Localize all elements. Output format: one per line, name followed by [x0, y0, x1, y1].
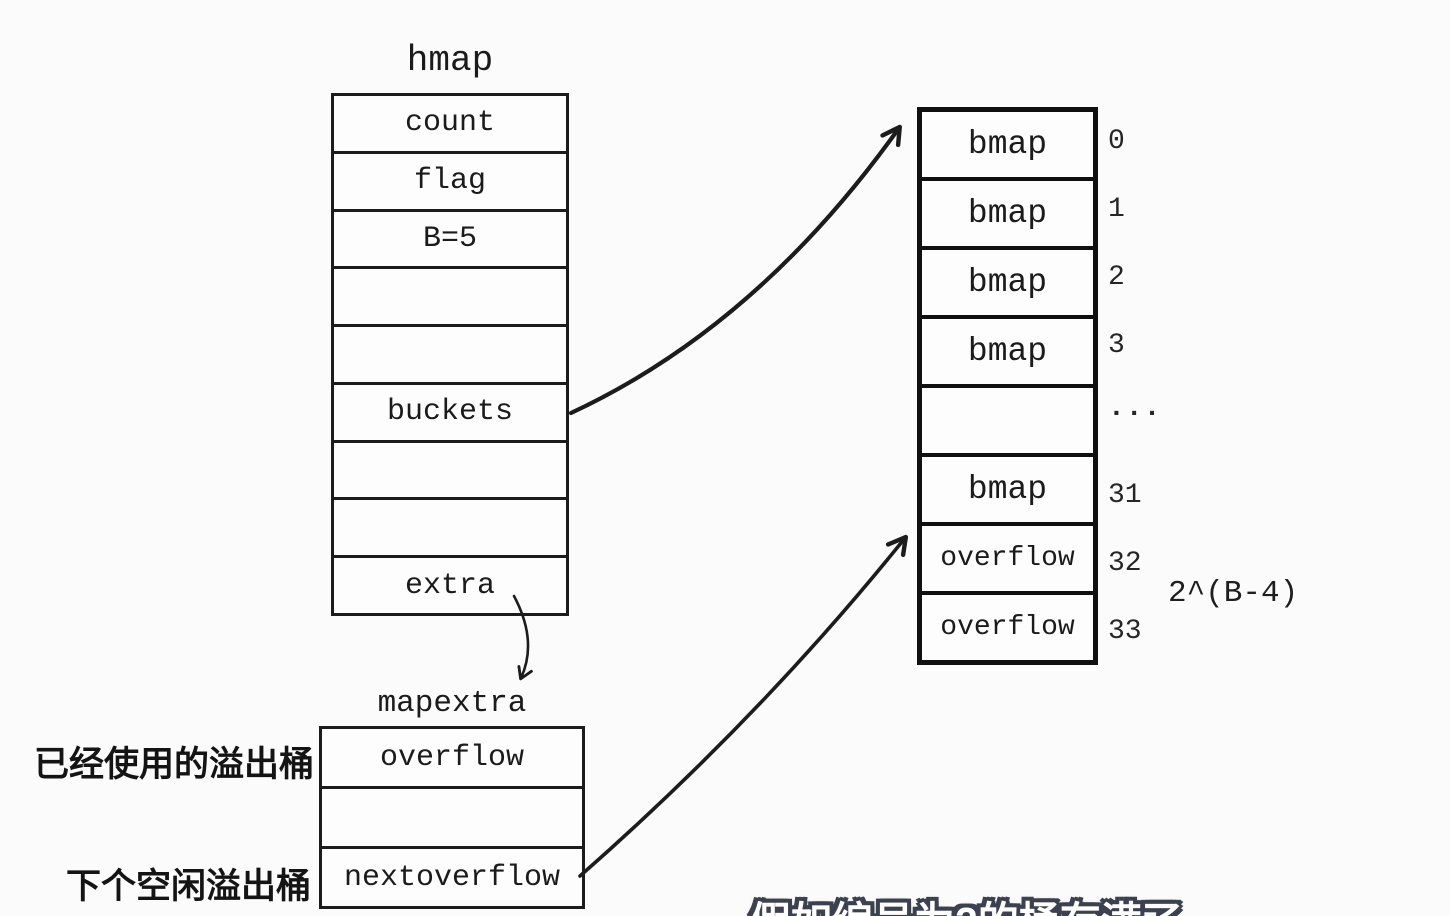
bucket-row-label: bmap: [967, 471, 1048, 508]
bucket-row-label: bmap: [967, 264, 1048, 301]
hmap-row-empty: [334, 324, 566, 382]
mapextra-row-empty: [322, 786, 582, 846]
bucket-row-bmap-1: bmap: [922, 177, 1093, 246]
mapextra-row-overflow: overflow: [322, 729, 582, 786]
bucket-index: 33: [1108, 615, 1142, 647]
hmap-row-label: B=5: [422, 221, 477, 256]
bucket-array-table: bmap bmap bmap bmap bmap overflow overfl…: [917, 107, 1098, 665]
hmap-row-flag: flag: [334, 150, 566, 209]
bucket-index: 2: [1108, 261, 1125, 293]
bucket-index: 31: [1108, 479, 1142, 511]
next-free-overflow-bucket-label: 下个空闲溢出桶: [65, 867, 311, 906]
bucket-row-label: bmap: [967, 333, 1048, 370]
bucket-index: 32: [1108, 547, 1142, 579]
bucket-row-bmap-2: bmap: [922, 246, 1093, 315]
subtitle-caption: 假如编号为2的桶存满了: [750, 888, 1183, 916]
hmap-row-count: count: [334, 96, 566, 151]
mapextra-title: mapextra: [377, 686, 527, 721]
nextoverflow-to-overflow-arrow: [578, 534, 909, 878]
mapextra-row-nextoverflow: nextoverflow: [322, 846, 582, 906]
hmap-row-empty: [334, 439, 566, 498]
bucket-row-bmap-3: bmap: [922, 315, 1093, 384]
mapextra-row-label: overflow: [379, 740, 525, 775]
used-overflow-buckets-label: 已经使用的溢出桶: [33, 745, 314, 784]
hmap-row-label: flag: [413, 164, 486, 199]
bucket-index-column: 0 1 2 3 ... 31 32 33: [1108, 107, 1178, 665]
bucket-row-label: bmap: [967, 126, 1048, 163]
bucket-index: 3: [1108, 329, 1125, 361]
bucket-row-label: overflow: [940, 543, 1075, 574]
bucket-row-bmap-0: bmap: [922, 112, 1093, 177]
bucket-count-formula: 2^(B-4): [1168, 576, 1299, 611]
mapextra-struct-table: overflow nextoverflow: [319, 726, 585, 909]
buckets-to-array-arrow: [568, 124, 902, 416]
bucket-row-label: overflow: [940, 612, 1075, 643]
hmap-row-label: count: [404, 106, 495, 141]
hmap-row-extra: extra: [334, 555, 566, 613]
hmap-row-label: buckets: [386, 395, 514, 430]
bucket-index-ellipsis: ...: [1108, 393, 1162, 424]
hmap-row-empty: [334, 266, 566, 324]
hmap-title: hmap: [406, 40, 494, 81]
hmap-row-buckets: buckets: [334, 381, 566, 440]
hmap-struct-table: count flag B=5 buckets extra: [331, 93, 569, 616]
bucket-row-bmap-31: bmap: [922, 453, 1093, 522]
bucket-row-overflow-32: overflow: [922, 522, 1093, 591]
hmap-row-empty: [334, 497, 566, 555]
mapextra-row-label: nextoverflow: [343, 860, 561, 895]
bucket-row-ellipsis: [922, 384, 1093, 453]
hmap-row-label: extra: [404, 568, 495, 603]
bucket-row-label: bmap: [967, 195, 1048, 232]
bucket-row-overflow-33: overflow: [922, 591, 1093, 660]
hmap-row-b: B=5: [334, 208, 566, 267]
bucket-index: 1: [1108, 193, 1125, 225]
bucket-index: 0: [1108, 125, 1125, 157]
